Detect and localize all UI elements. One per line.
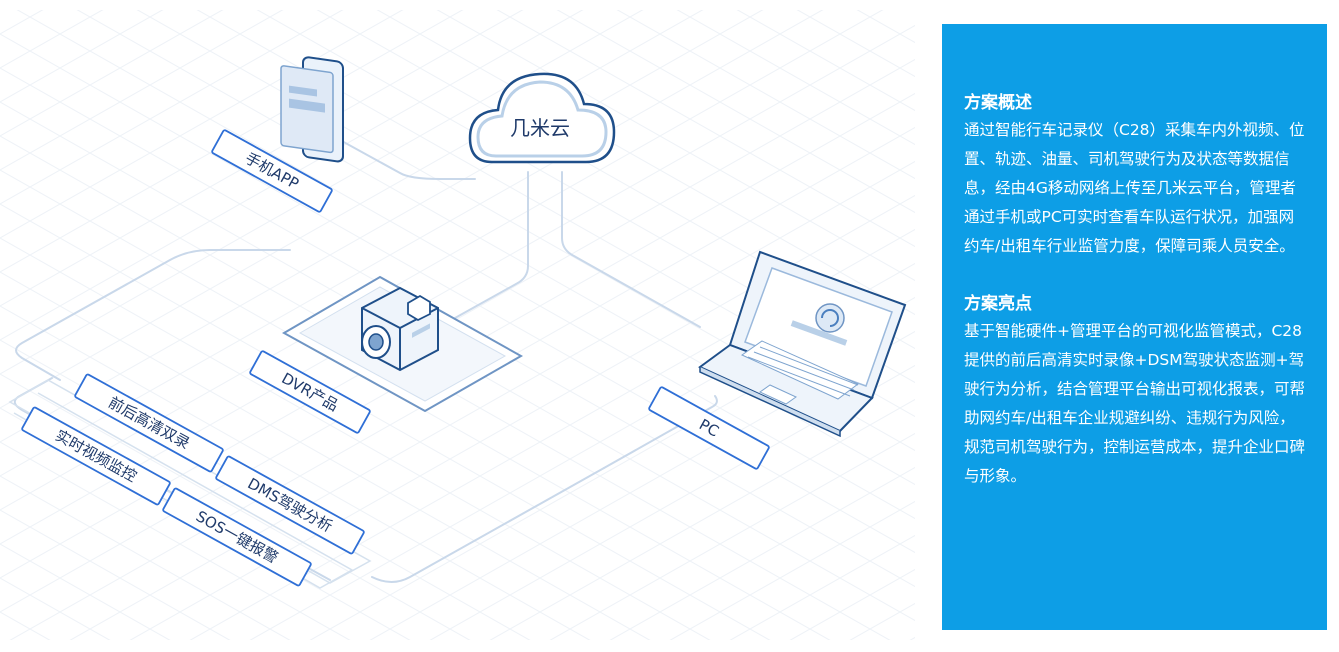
cloud-label: 几米云 xyxy=(510,116,570,140)
dvr-camera-icon xyxy=(361,286,439,372)
highlight-title: 方案亮点 xyxy=(964,294,1032,314)
mobile-phone-icon xyxy=(280,56,344,163)
refresh-icon xyxy=(815,303,845,333)
solution-diagram: 几米云 手机APP DVR产品 PC xyxy=(0,10,915,640)
line-dvr-left-loop xyxy=(15,249,291,381)
line-pc-to-bottom xyxy=(603,395,718,469)
line-bottom-loop xyxy=(371,467,605,583)
overview-title: 方案概述 xyxy=(964,93,1032,113)
line-cloud-to-pc xyxy=(561,171,701,328)
node-label-dvr: DVR产品 xyxy=(249,350,371,434)
laptop-icon xyxy=(698,250,907,438)
solution-description-panel: 方案概述 通过智能行车记录仪（C28）采集车内外视频、位置、轨迹、油量、司机驾驶… xyxy=(942,24,1327,630)
line-app-to-cloud xyxy=(339,139,476,180)
highlight-text: 基于智能硬件+管理平台的可视化监管模式，C28提供的前后高清实时录像+DSM驾驶… xyxy=(964,322,1306,485)
overview-text: 通过智能行车记录仪（C28）采集车内外视频、位置、轨迹、油量、司机驾驶行为及状态… xyxy=(964,121,1305,255)
cloud-icon: 几米云 xyxy=(468,72,616,164)
node-label-pc: PC xyxy=(648,386,770,470)
line-cloud-to-dvr xyxy=(454,171,529,319)
